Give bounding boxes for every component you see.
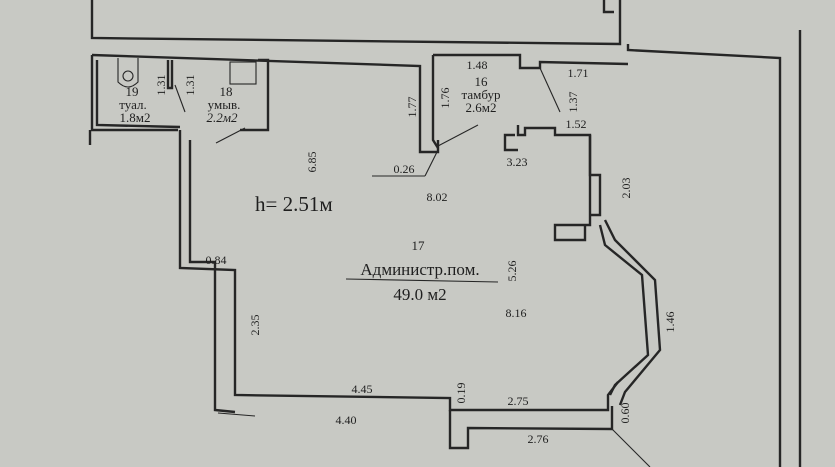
d060-label: 0.60 — [618, 403, 632, 424]
number-label: 17 — [412, 238, 426, 253]
d323-label: 3.23 — [507, 155, 528, 169]
d203-label: 2.03 — [619, 178, 633, 199]
d235-label: 2.35 — [248, 315, 262, 336]
d177-label: 1.77 — [405, 97, 419, 118]
d176-label: 1.76 — [438, 88, 452, 109]
d019-label: 0.19 — [454, 383, 468, 404]
name-label: туал. — [119, 97, 146, 112]
d026-label: 0.26 — [394, 162, 415, 176]
room-labels: 19 туал. 1.8м2 18 умыв. 2.2м2 16 тамбур … — [119, 74, 500, 304]
d131b-label: 1.31 — [183, 75, 197, 96]
d685-label: 6.85 — [305, 152, 319, 173]
d152-label: 1.52 — [566, 117, 587, 131]
walls — [88, 0, 802, 467]
name-label: Администр.пом. — [360, 260, 479, 279]
sink-icon — [229, 61, 257, 85]
d084-label: 0.84 — [206, 253, 227, 267]
d276-label: 2.76 — [528, 432, 549, 446]
area-label: 1.8м2 — [120, 110, 151, 125]
d526-label: 5.26 — [505, 261, 519, 282]
ceiling-height: h= 2.51м — [255, 192, 333, 216]
toilet-bowl-icon — [117, 58, 139, 88]
area-label: 2.6м2 — [466, 100, 497, 115]
area-label: 2.2м2 — [206, 110, 238, 125]
d445-label: 4.45 — [352, 382, 373, 396]
d440-label: 4.40 — [336, 413, 357, 427]
d146-label: 1.46 — [663, 312, 677, 333]
d816-label: 8.16 — [506, 306, 527, 320]
number-label: 18 — [220, 84, 233, 99]
d131a-label: 1.31 — [154, 75, 168, 96]
d137-label: 1.37 — [566, 92, 580, 113]
number-label: 19 — [126, 84, 139, 99]
d275-label: 2.75 — [508, 394, 529, 408]
d148-label: 1.48 — [467, 58, 488, 72]
number-label: 16 — [475, 74, 489, 89]
d802-label: 8.02 — [427, 190, 448, 204]
name-label: тамбур — [462, 87, 501, 102]
area-label: 49.0 м2 — [393, 285, 446, 304]
name-label: умыв. — [208, 97, 241, 112]
dimension-labels: 1.31 1.31 1.77 1.76 1.48 1.71 1.37 1.52 … — [154, 58, 677, 446]
d171-label: 1.71 — [568, 66, 589, 80]
fixtures — [117, 58, 561, 417]
